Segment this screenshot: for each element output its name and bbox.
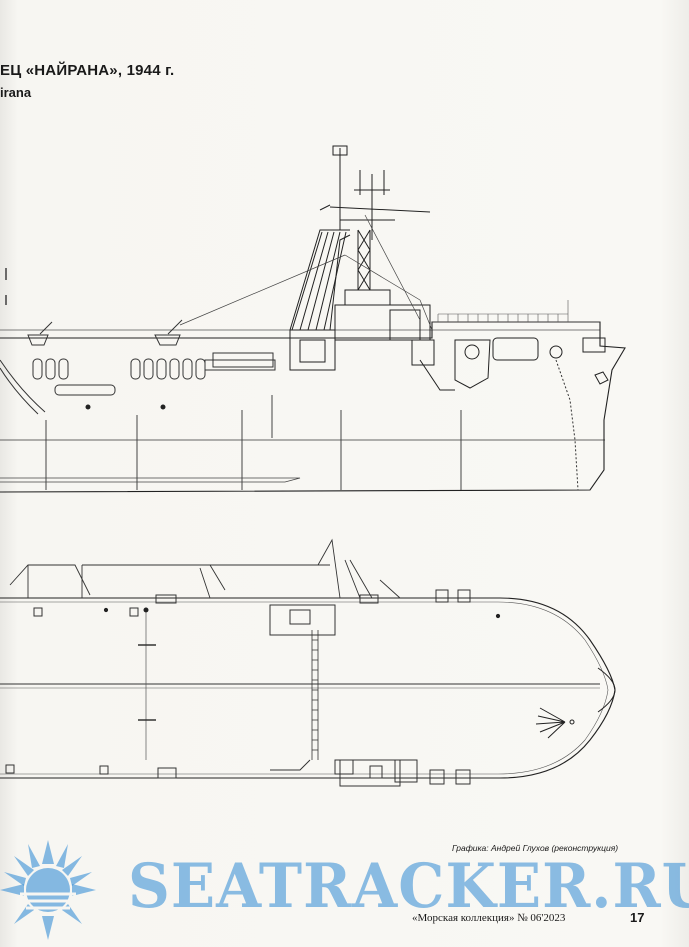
deck-plan xyxy=(0,538,616,787)
magazine-footer: «Морская коллекция» № 06'2023 xyxy=(412,912,566,924)
side-elevation xyxy=(0,145,626,493)
seatracker-sun-logo xyxy=(0,840,96,940)
page-number: 17 xyxy=(630,910,645,925)
watermark-text: SEATRACKER.RU xyxy=(128,850,689,922)
graphics-credit: Графика: Андрей Глухов (реконструкция) xyxy=(452,843,619,853)
page-subtitle: irana xyxy=(0,85,32,100)
page-title: ЕЦ «НАЙРАНА», 1944 г. xyxy=(0,62,175,79)
